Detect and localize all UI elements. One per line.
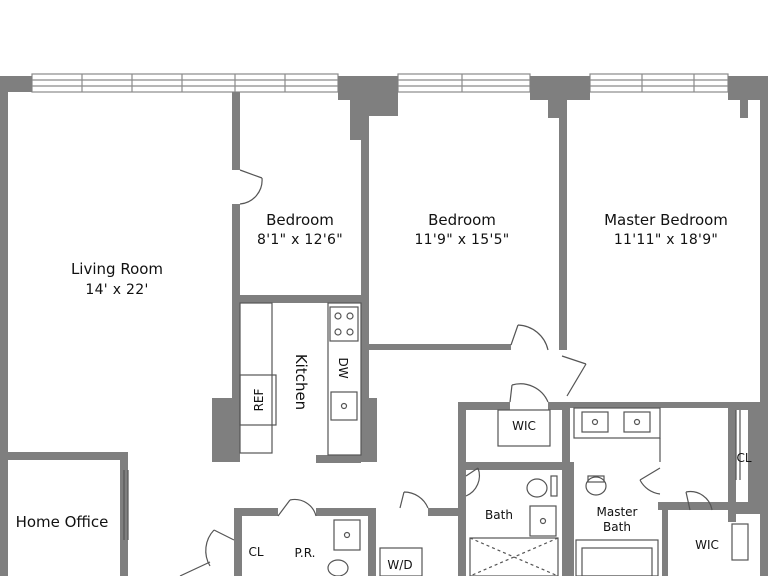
wic-2-shelf [731, 523, 749, 561]
home-office-name: Home Office [16, 513, 109, 531]
bedroom-2-dims: 11'9" x 15'5" [414, 232, 509, 248]
cooktop [329, 306, 359, 342]
living-room-dims: 14' x 22' [85, 282, 148, 298]
master-bath-name-2: Bath [603, 520, 631, 534]
kitchen-name: Kitchen [292, 354, 310, 410]
kitchen-sink [330, 391, 358, 421]
master-bedroom-dims: 11'11" x 18'9" [614, 232, 718, 248]
door-bedroom-1 [239, 169, 263, 205]
fixtures-lines [123, 169, 749, 576]
door-master-bedroom [561, 355, 587, 397]
master-bedroom-name: Master Bedroom [604, 211, 728, 229]
bath-sink [529, 505, 557, 537]
wd-label: W/D [387, 558, 412, 572]
door-pr [277, 498, 317, 517]
window-bedroom-2 [397, 73, 531, 93]
cl-right-label: CL [736, 451, 751, 465]
kitchen-counter-left [239, 302, 273, 454]
door-cl-right [735, 410, 741, 480]
door-wic-2 [685, 490, 713, 511]
cl-lower-label: CL [248, 545, 263, 559]
master-bath-name-1: Master [597, 505, 638, 519]
bedroom-1-name: Bedroom [266, 211, 334, 229]
door-master-bath [639, 467, 661, 495]
wic-1 [497, 409, 551, 447]
wd-unit [379, 547, 423, 576]
door-wd [399, 491, 429, 509]
pr-sink [333, 519, 361, 551]
dw-label: DW [336, 357, 350, 378]
kitchen-counter-right [327, 302, 362, 456]
bedroom-1-dims: 8'1" x 12'6" [257, 232, 343, 248]
fridge [239, 374, 277, 426]
labels: Living Room 14' x 22' Bedroom 8'1" x 12'… [16, 211, 752, 572]
door-bedroom-2 [510, 324, 549, 351]
bath-name: Bath [485, 508, 513, 522]
door-wic-1 [509, 383, 549, 403]
door-home-office [123, 470, 129, 540]
master-bath-vanity [573, 407, 661, 439]
window-master-bedroom [589, 73, 729, 93]
living-room-name: Living Room [71, 260, 163, 278]
master-bath-tub [575, 539, 659, 576]
bath-shower [469, 537, 559, 576]
wic-2-label: WIC [695, 538, 719, 552]
ref-label: REF [252, 388, 266, 411]
walls [0, 76, 768, 576]
wic-1-label: WIC [512, 419, 536, 433]
bedroom-2-name: Bedroom [428, 211, 496, 229]
window-living-bedroom [31, 73, 339, 93]
door-cl-lower [205, 529, 235, 567]
windows [31, 73, 729, 93]
pr-label: P.R. [295, 546, 316, 560]
door-bath [465, 467, 481, 497]
